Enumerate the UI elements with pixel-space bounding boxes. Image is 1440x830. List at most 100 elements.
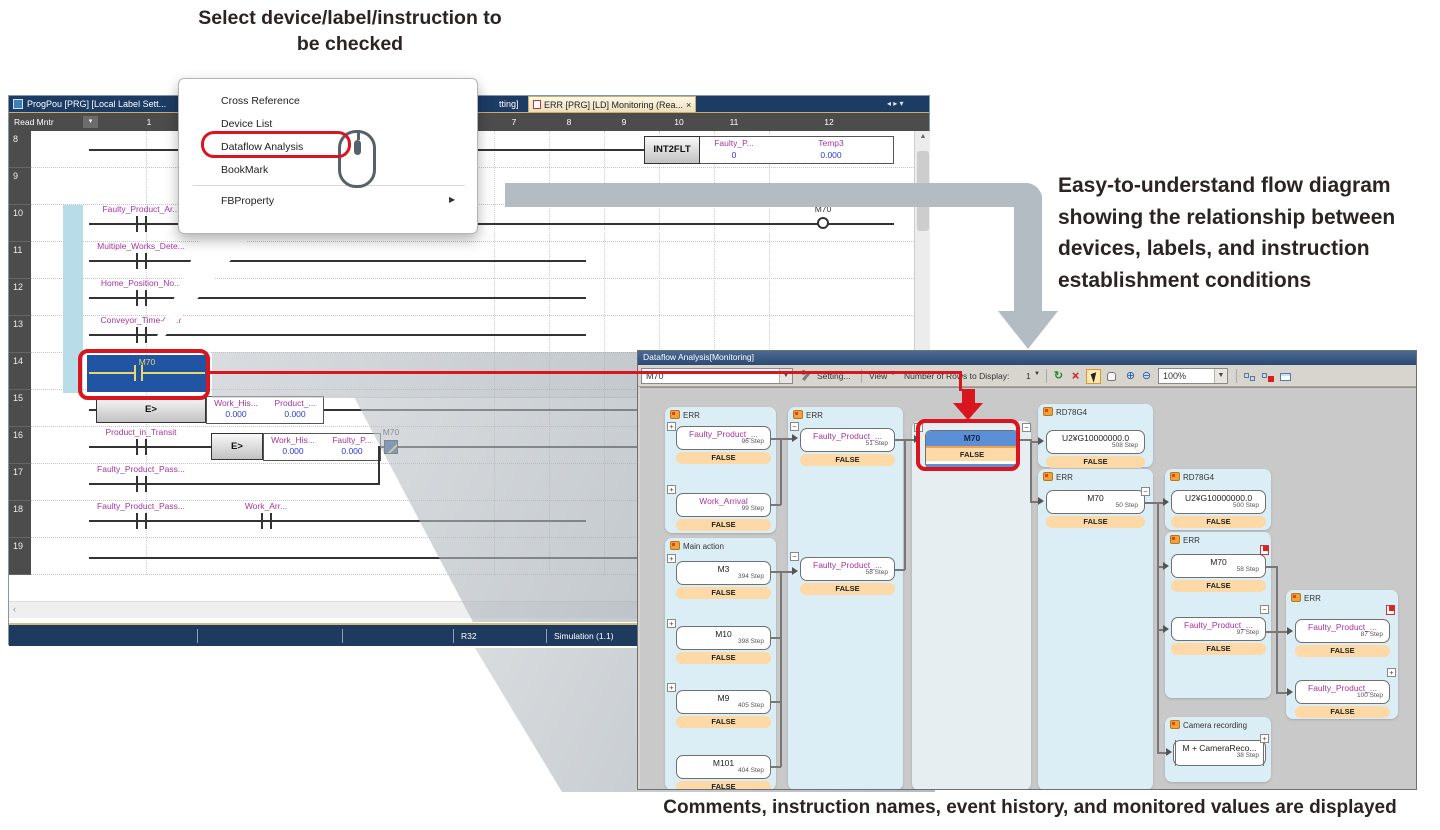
df-block[interactable]: Faulty_Product_... 87 Step FALSE xyxy=(1295,619,1390,657)
contact-symbol[interactable] xyxy=(261,513,263,529)
df-block[interactable]: Faulty_Product_... 58 Step FALSE xyxy=(800,557,895,595)
zoom-out-icon[interactable]: ⊖ xyxy=(1141,370,1152,382)
contact-label: Conveyor_Time-Over xyxy=(100,315,182,325)
selected-contact-m70[interactable]: M70 xyxy=(87,355,207,392)
contact-symbol[interactable] xyxy=(145,290,147,306)
collapse-icon[interactable]: − xyxy=(1141,487,1150,496)
expand-icon[interactable]: + xyxy=(1387,668,1396,677)
group-err-col2 xyxy=(788,407,903,789)
df-block-selected-m70[interactable]: M70 FALSE xyxy=(925,430,1019,469)
block-step: 50 Step xyxy=(1115,502,1138,509)
layout-blocks-icon[interactable] xyxy=(1242,369,1257,384)
df-block[interactable]: M101 404 Step FALSE xyxy=(676,755,771,789)
compare-e-gt[interactable]: E> xyxy=(211,433,263,460)
zoom-level-combo[interactable]: 100% ▼ xyxy=(1158,368,1228,384)
int2flt-arg1-name: Faulty_P... xyxy=(714,138,754,148)
block-label: Faulty_Product_... xyxy=(813,560,882,570)
df-block[interactable]: M70 50 Step FALSE xyxy=(1046,490,1145,528)
tab-err-monitoring[interactable]: ERR [PRG] [LD] Monitoring (Rea... × xyxy=(528,96,697,113)
compare-e-gt[interactable]: E> xyxy=(96,396,206,423)
select-cursor-icon[interactable] xyxy=(1086,369,1101,384)
row-number: 15 xyxy=(9,390,31,427)
monitor-mode-dropdown-icon[interactable]: ▾ xyxy=(83,116,98,128)
dataflow-canvas[interactable]: ERR Main action ERR RD78G4 ERR RD78G4 ER… xyxy=(640,387,1416,789)
top-annotation-line2: be checked xyxy=(296,33,404,55)
menu-item-bookmark[interactable]: BookMark xyxy=(221,164,269,176)
df-block[interactable]: Faulty_Product_... 97 Step FALSE xyxy=(1171,617,1266,655)
df-block[interactable]: M70 58 Step FALSE xyxy=(1171,554,1266,592)
df-block[interactable]: M9 405 Step FALSE xyxy=(676,690,771,728)
contact-symbol[interactable] xyxy=(136,513,138,529)
monitor-mode-label[interactable]: Read Mntr xyxy=(14,117,54,127)
contact-symbol[interactable] xyxy=(145,476,147,492)
contact-symbol[interactable] xyxy=(136,327,138,343)
contact-symbol[interactable] xyxy=(136,253,138,269)
expand-icon[interactable]: + xyxy=(667,554,676,563)
rows-dropdown-icon[interactable]: ▼ xyxy=(1034,371,1040,377)
collapse-icon[interactable]: − xyxy=(790,552,799,561)
df-block[interactable]: M3 394 Step FALSE xyxy=(676,561,771,599)
contact-symbol[interactable] xyxy=(136,476,138,492)
contact-symbol xyxy=(141,365,143,381)
pan-hand-icon[interactable] xyxy=(1104,369,1119,384)
row-number: 16 xyxy=(9,427,31,464)
df-block[interactable]: Faulty_Product_... 100 Step FALSE xyxy=(1295,680,1390,718)
menu-item-dataflow-analysis[interactable]: Dataflow Analysis xyxy=(221,141,304,153)
group-label: Camera recording xyxy=(1183,721,1248,730)
df-block-fb[interactable]: M + CameraReco... 38 Step xyxy=(1173,740,1266,766)
collapse-icon[interactable]: − xyxy=(790,422,799,431)
df-block[interactable]: Work_Arrival 99 Step FALSE xyxy=(676,493,771,531)
layout-blocks-red-icon[interactable] xyxy=(1260,369,1275,384)
collapse-icon[interactable]: − xyxy=(1022,423,1031,432)
df-block[interactable]: Faulty_Product_... 96 Step FALSE xyxy=(676,426,771,464)
expand-icon[interactable]: + xyxy=(667,619,676,628)
expand-icon[interactable]: + xyxy=(1260,734,1269,743)
highlight-ladder-m70 xyxy=(78,349,210,400)
tab-close-icon[interactable]: × xyxy=(686,99,692,110)
df-block[interactable]: M10 398 Step FALSE xyxy=(676,626,771,664)
contact-symbol[interactable] xyxy=(145,253,147,269)
contact-symbol[interactable] xyxy=(145,216,147,232)
block-step: 58 Step xyxy=(865,569,888,576)
table-view-icon[interactable] xyxy=(1278,369,1293,384)
expand-icon[interactable]: + xyxy=(667,485,676,494)
int2flt-instruction[interactable]: INT2FLT xyxy=(644,136,700,164)
delete-icon[interactable]: × xyxy=(1071,368,1080,383)
expand-icon[interactable]: + xyxy=(667,683,676,692)
df-block[interactable]: U2¥G10000000.0 508 Step FALSE xyxy=(1046,430,1145,468)
rows-to-display-value[interactable]: 1 xyxy=(1026,371,1031,381)
coil-symbol[interactable] xyxy=(817,217,829,229)
group-col3 xyxy=(912,421,1031,789)
scroll-up-icon[interactable]: ▲ xyxy=(919,133,927,140)
menu-item-cross-reference[interactable]: Cross Reference xyxy=(221,95,300,107)
df-block[interactable]: Faulty_Product_... 51 Step FALSE xyxy=(800,428,895,466)
connector xyxy=(1019,439,1031,441)
scroll-left-icon[interactable]: ‹ xyxy=(13,604,16,614)
setting-button[interactable]: Setting... xyxy=(817,371,851,381)
contact-symbol[interactable] xyxy=(136,216,138,232)
connector xyxy=(1157,502,1165,504)
menu-item-fbproperty[interactable]: FBProperty xyxy=(221,195,275,207)
tab-scroll-arrows-icon[interactable]: ◂ ▸ ▾ xyxy=(887,99,904,108)
zoom-in-icon[interactable]: ⊕ xyxy=(1125,370,1136,382)
contact-symbol[interactable] xyxy=(136,439,138,455)
combo-dropdown-icon[interactable]: ▼ xyxy=(1214,369,1227,383)
contact-symbol[interactable] xyxy=(270,513,272,529)
expand-icon[interactable]: + xyxy=(667,422,676,431)
contact-symbol[interactable] xyxy=(145,439,147,455)
collapse-icon[interactable]: − xyxy=(1260,605,1269,614)
view-menu[interactable]: View xyxy=(869,371,888,381)
err-tab-icon xyxy=(533,100,541,109)
menu-item-device-list[interactable]: Device List xyxy=(221,118,273,130)
contact-symbol[interactable] xyxy=(145,513,147,529)
connector-arrow-icon xyxy=(1166,748,1172,756)
refresh-icon[interactable]: ↻ xyxy=(1053,370,1064,382)
view-dropdown-icon[interactable]: ▼ xyxy=(890,371,896,377)
connector xyxy=(1266,631,1288,633)
tab-partial-text[interactable]: tting] xyxy=(499,99,519,109)
contact-symbol[interactable] xyxy=(136,290,138,306)
contact-symbol[interactable] xyxy=(145,327,147,343)
df-block[interactable]: U2¥G10000000.0 500 Step FALSE xyxy=(1171,490,1266,528)
highlight-dataflow-m70 xyxy=(916,419,1020,471)
tab-progpou[interactable]: ProgPou [PRG] [Local Label Sett... xyxy=(27,99,167,109)
